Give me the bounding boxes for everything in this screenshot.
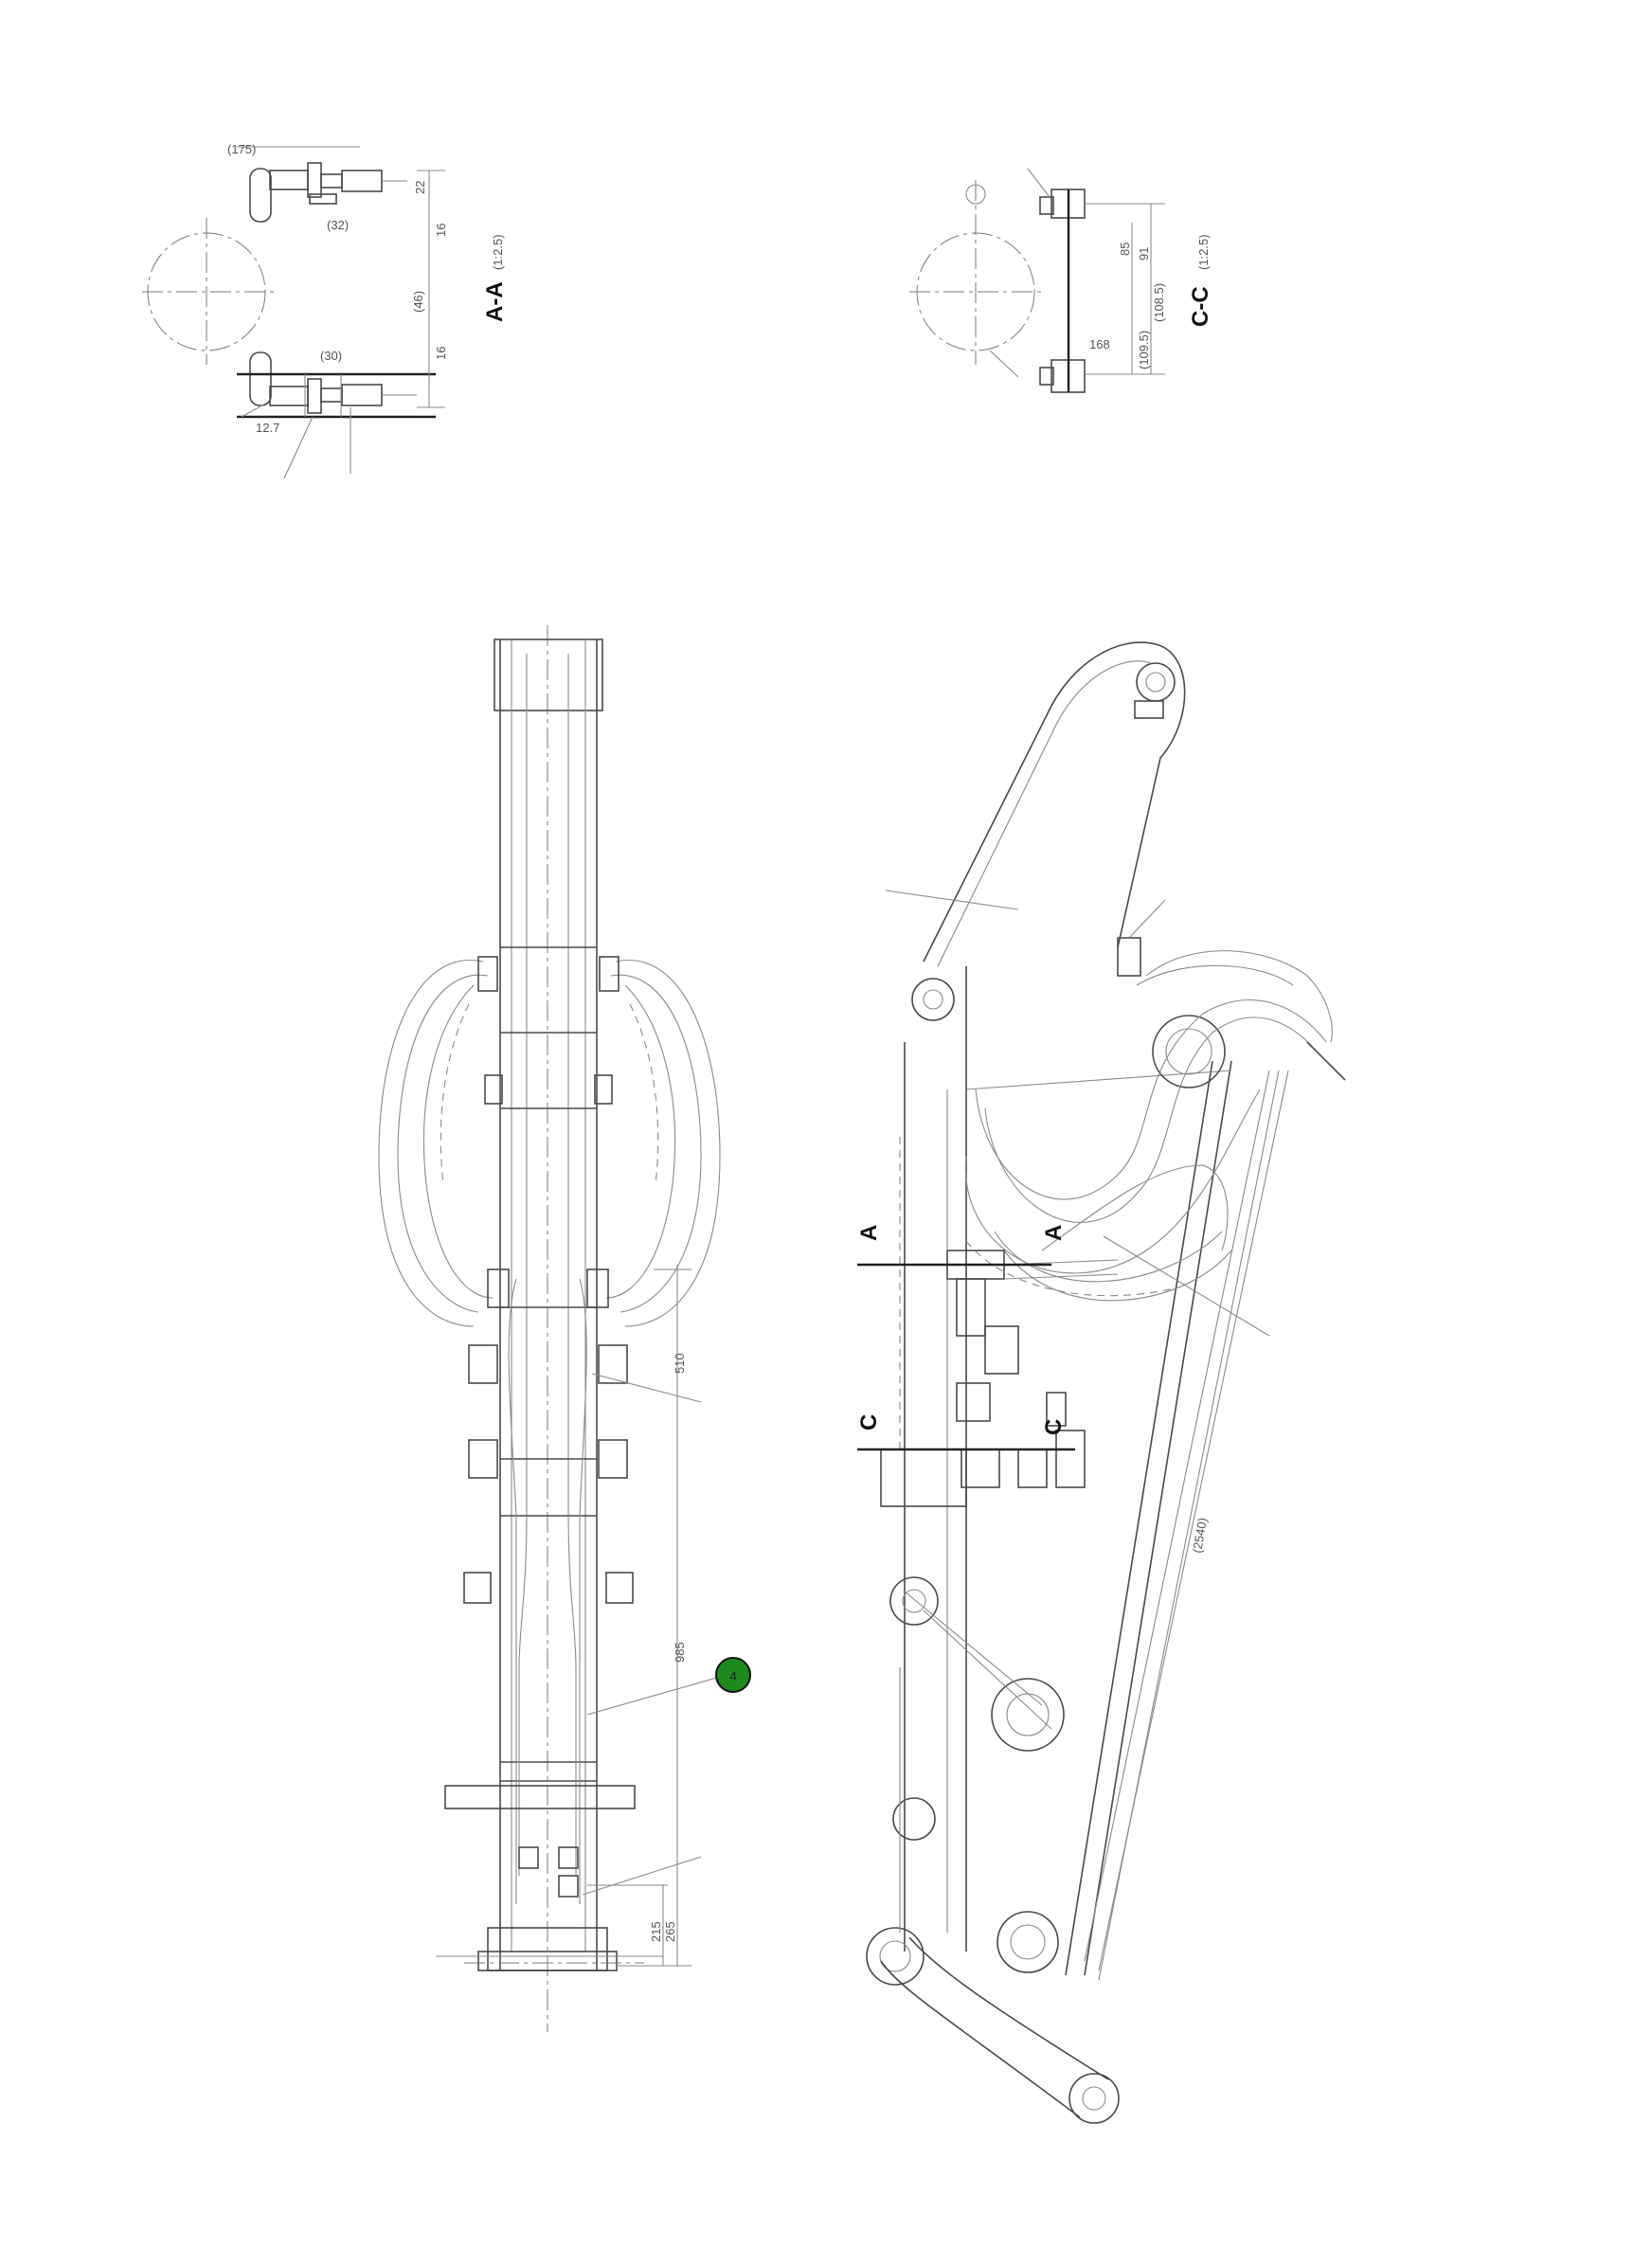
part-callout-4[interactable]: 4 (715, 1657, 751, 1693)
plan-dim-985: 985 (673, 1642, 687, 1663)
cc-dim-91: 91 (1137, 247, 1151, 261)
section-mark-a-right: A (1041, 1225, 1067, 1241)
aa-dim-175: (175) (227, 142, 256, 156)
section-aa-title: A-A (482, 281, 508, 322)
section-mark-c-right: C (1041, 1419, 1067, 1435)
plan-dim-265: 265 (663, 1921, 677, 1942)
plan-view-arm: 510 985 265 215 (378, 625, 721, 2032)
section-aa-detail: (175) (32) (46) (30) 22 16 16 12.7 A-A (… (142, 142, 508, 479)
section-aa-scale: (1:2.5) (491, 234, 505, 270)
aa-dim-22: 22 (413, 181, 427, 194)
callout-label: 4 (729, 1668, 737, 1683)
aa-dim-32: (32) (327, 218, 349, 232)
section-cc-title: C-C (1188, 286, 1213, 327)
plan-dim-215: 215 (649, 1921, 663, 1942)
section-mark-a-left: A (856, 1225, 882, 1241)
side-view-arm: A A C C (2540) (856, 641, 1346, 2124)
section-mark-c-left: C (856, 1414, 882, 1430)
cc-dim-108-5: (108.5) (1152, 283, 1166, 322)
plan-dim-510: 510 (673, 1353, 687, 1374)
section-cc-detail: (108.5) (109.5) 91 85 168 C-C (1:2.5) (909, 168, 1213, 393)
side-length-dim: (2540) (1190, 1517, 1210, 1554)
aa-dim-16-upper: 16 (434, 224, 448, 237)
cc-dim-85: 85 (1118, 243, 1132, 256)
cc-dim-109-5: (109.5) (1137, 331, 1151, 369)
aa-dim-46: (46) (411, 291, 425, 313)
aa-dim-16-lower: 16 (434, 347, 448, 360)
cc-dim-168: 168 (1089, 337, 1110, 351)
section-cc-scale: (1:2.5) (1196, 234, 1211, 270)
aa-dim-12-7: 12.7 (256, 421, 279, 435)
aa-dim-30: (30) (320, 349, 342, 363)
